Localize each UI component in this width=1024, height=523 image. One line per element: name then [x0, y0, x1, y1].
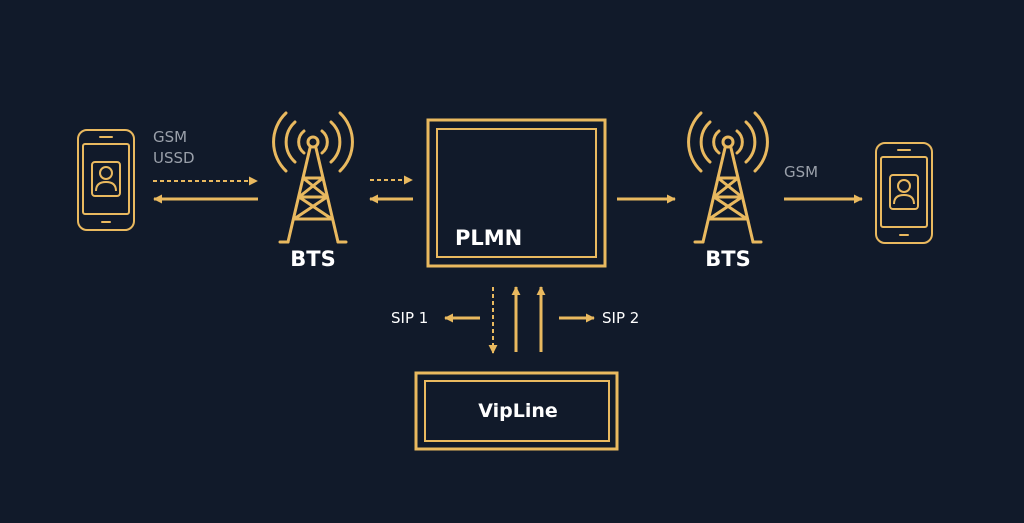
right-bts-tower-icon: [687, 111, 769, 244]
sip2-label: SIP 2: [602, 309, 639, 327]
plmn-label: PLMN: [455, 226, 522, 250]
right-phone-icon: [875, 142, 933, 244]
left-link-label-gsm: GSM: [153, 128, 187, 146]
left-bts-tower-icon: [272, 111, 354, 244]
vipline-box: [414, 371, 619, 451]
left-bts-label: BTS: [290, 247, 335, 271]
sip1-label: SIP 1: [391, 309, 428, 327]
vipline-label: VipLine: [478, 400, 558, 422]
right-bts-label: BTS: [705, 247, 750, 271]
left-link-label-ussd: USSD: [153, 149, 195, 167]
right-link-label-gsm: GSM: [784, 163, 818, 181]
plmn-box: [426, 118, 607, 268]
left-phone-icon: [77, 129, 135, 231]
